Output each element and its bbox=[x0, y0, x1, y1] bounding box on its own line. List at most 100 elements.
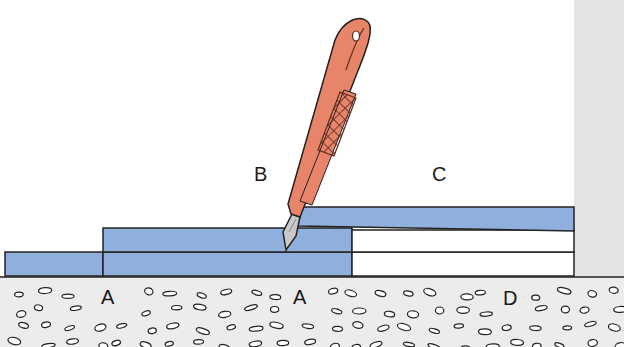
knife bbox=[283, 19, 370, 250]
pebble bbox=[304, 338, 316, 345]
pebble bbox=[218, 343, 230, 347]
pebble bbox=[384, 311, 395, 318]
pebbles bbox=[7, 286, 624, 347]
pebble bbox=[435, 307, 444, 314]
part-letter: B bbox=[252, 163, 269, 185]
pebble bbox=[328, 287, 339, 295]
pebble bbox=[94, 323, 107, 333]
pebble bbox=[226, 324, 235, 331]
pebble bbox=[249, 326, 263, 332]
pebble bbox=[377, 324, 390, 332]
pebble bbox=[18, 322, 29, 330]
pebble bbox=[244, 304, 258, 312]
pebble bbox=[423, 287, 437, 297]
pebble bbox=[41, 321, 51, 328]
pebble bbox=[587, 290, 597, 299]
pebble bbox=[344, 289, 357, 298]
pebble bbox=[554, 342, 564, 347]
pebble bbox=[332, 326, 342, 331]
pebble bbox=[144, 287, 154, 296]
pebble bbox=[15, 292, 24, 297]
pebble bbox=[270, 294, 281, 300]
pebble bbox=[614, 341, 624, 347]
pebble bbox=[64, 325, 75, 332]
pebble bbox=[111, 339, 121, 346]
pebble bbox=[220, 288, 232, 296]
pebble bbox=[99, 342, 109, 347]
pebble bbox=[352, 321, 363, 329]
strips bbox=[5, 207, 574, 276]
pebble bbox=[116, 323, 127, 330]
pebble bbox=[608, 323, 621, 333]
pebble bbox=[532, 343, 541, 347]
pebble bbox=[614, 306, 624, 313]
pebble bbox=[429, 327, 440, 334]
pebble bbox=[457, 307, 470, 313]
pebble bbox=[609, 287, 619, 294]
pebble bbox=[331, 308, 342, 315]
pebble bbox=[454, 323, 464, 328]
pebble bbox=[38, 287, 52, 294]
wall bbox=[574, 0, 624, 278]
pebble bbox=[403, 290, 413, 296]
pebble bbox=[502, 324, 512, 331]
pebble bbox=[148, 327, 157, 334]
pebble bbox=[375, 290, 387, 298]
pebble bbox=[563, 326, 572, 330]
pebble bbox=[369, 340, 382, 347]
pebble bbox=[16, 310, 27, 318]
pebble bbox=[478, 329, 491, 335]
pebble bbox=[486, 343, 500, 347]
pebble bbox=[193, 303, 206, 311]
pebble bbox=[532, 295, 540, 300]
pebble bbox=[397, 322, 412, 332]
pebble bbox=[193, 339, 203, 344]
pebble bbox=[196, 327, 211, 336]
part-letter: D bbox=[501, 287, 519, 309]
pebble bbox=[269, 321, 284, 330]
part-letter: C bbox=[430, 163, 448, 185]
pebble bbox=[277, 340, 289, 346]
part-letter: A bbox=[99, 286, 116, 308]
pebble bbox=[460, 345, 470, 347]
part-letter: A bbox=[291, 286, 308, 308]
pebble bbox=[352, 344, 361, 347]
pebble bbox=[251, 289, 262, 296]
pebble bbox=[165, 341, 174, 347]
pebble bbox=[535, 305, 548, 312]
pebble bbox=[511, 339, 524, 346]
pebble bbox=[62, 294, 74, 298]
pebble bbox=[270, 306, 278, 312]
pebble bbox=[461, 294, 474, 300]
pebble bbox=[561, 306, 569, 313]
pebble bbox=[579, 306, 589, 314]
pebble bbox=[42, 343, 56, 347]
pebble bbox=[139, 341, 151, 347]
pebble bbox=[171, 305, 181, 310]
pebble bbox=[196, 292, 207, 299]
pebble bbox=[330, 342, 341, 347]
pebble bbox=[557, 286, 572, 295]
pebble bbox=[70, 305, 82, 311]
pebble bbox=[584, 320, 597, 327]
pebble bbox=[166, 322, 179, 330]
pebble bbox=[34, 304, 43, 311]
pebble bbox=[66, 338, 78, 345]
pebble bbox=[163, 291, 177, 296]
pebble bbox=[475, 290, 485, 295]
pebble bbox=[352, 308, 366, 314]
pebble bbox=[530, 326, 542, 331]
pebble bbox=[302, 323, 314, 329]
pebble bbox=[7, 336, 21, 346]
pebble bbox=[218, 310, 231, 318]
pebble bbox=[403, 341, 415, 347]
pebble bbox=[427, 343, 440, 347]
ground bbox=[0, 277, 624, 347]
pebble bbox=[587, 339, 597, 347]
pebble bbox=[407, 310, 419, 318]
pebble bbox=[480, 311, 493, 316]
pebble bbox=[249, 340, 262, 347]
pebble bbox=[141, 310, 151, 317]
